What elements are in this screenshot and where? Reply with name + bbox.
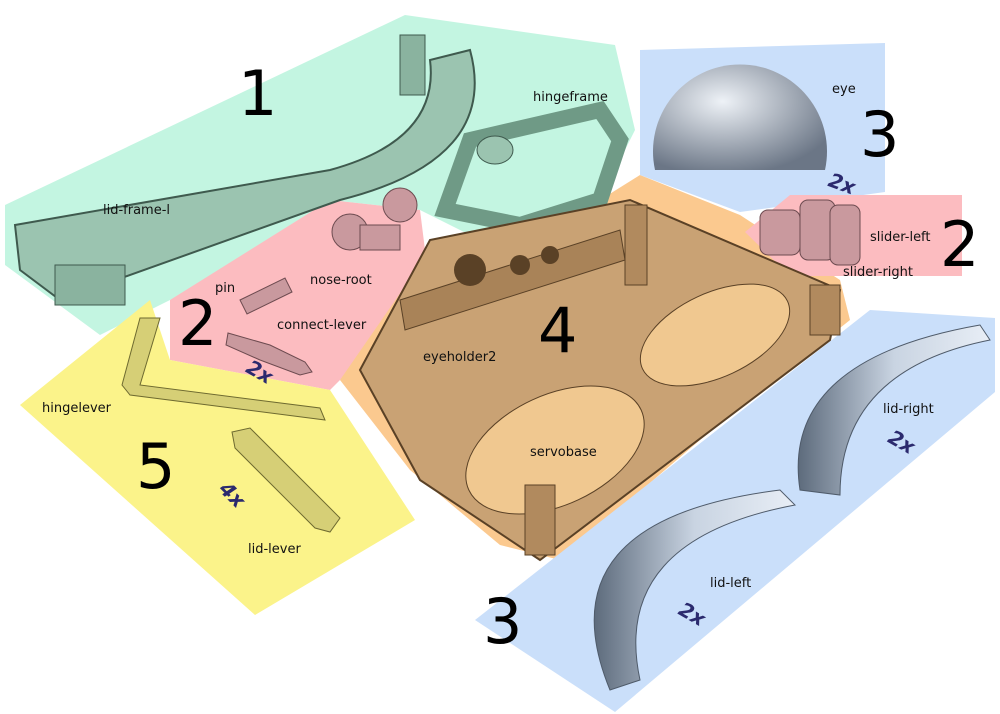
label-slider-left: slider-left [870,230,931,245]
lid-left-part [593,489,797,691]
label-eyeholder2: eyeholder2 [423,350,496,365]
group-number-3-lids: 3 [483,585,522,658]
label-eye: eye [832,82,856,97]
group-number-4: 4 [538,294,577,367]
connect-lever-part [225,332,313,376]
label-connect-lever: connect-lever [277,318,367,333]
slider-part [759,199,861,266]
group-number-5: 5 [136,430,175,503]
group-number-1: 1 [238,57,277,130]
lid-lever-part [231,427,341,533]
pin-part [239,277,293,315]
label-pin: pin [215,281,235,296]
lid-frame-l-part [13,34,476,306]
label-lid-frame-l: lid-frame-l [103,203,170,218]
label-lid-left: lid-left [710,576,751,591]
nose-root-part [331,187,418,251]
eyeholder-servobase-part [358,198,842,562]
group-number-2-levers: 2 [178,287,217,360]
label-servobase: servobase [530,445,597,460]
region-group-5 [20,300,415,615]
label-hingeframe: hingeframe [533,90,608,105]
label-slider-right: slider-right [843,265,913,280]
hingelever-part [121,317,326,421]
label-lid-lever: lid-lever [248,542,301,557]
eye-part [653,64,827,170]
group-number-2-sliders: 2 [940,208,979,281]
group-number-3-eye: 3 [860,98,899,171]
label-lid-right: lid-right [883,402,934,417]
lid-right-part [797,324,991,496]
label-nose-root: nose-root [310,273,372,288]
label-hingelever: hingelever [42,401,112,416]
